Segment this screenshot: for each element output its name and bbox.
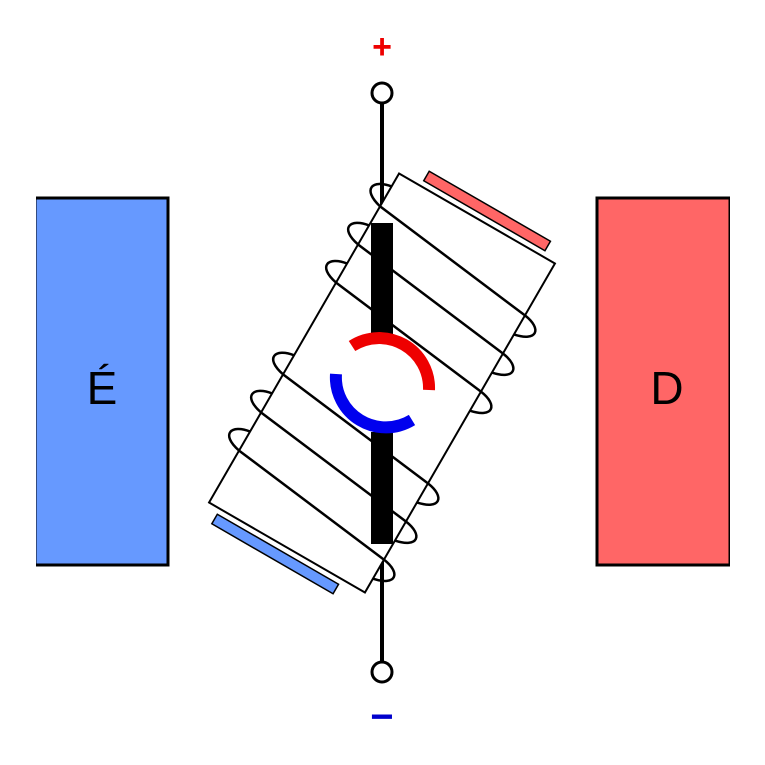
right-magnet-label: D [650, 362, 683, 414]
negative-terminal[interactable] [370, 660, 394, 684]
positive-sign: + [372, 28, 392, 66]
left-magnet-label: É [87, 362, 118, 414]
positive-terminal[interactable] [370, 81, 394, 105]
armature-blue-strip [210, 513, 340, 595]
commutator-blue-segment [329, 373, 416, 434]
commutator-red-segment [348, 332, 436, 391]
armature [207, 170, 557, 595]
armature-body [207, 172, 557, 594]
left-magnet-pole [33, 196, 170, 567]
top-brush [371, 223, 393, 335]
armature-red-strip [422, 170, 552, 252]
right-magnet-pole [595, 196, 732, 567]
negative-sign: − [370, 695, 393, 739]
bottom-brush [371, 432, 393, 544]
